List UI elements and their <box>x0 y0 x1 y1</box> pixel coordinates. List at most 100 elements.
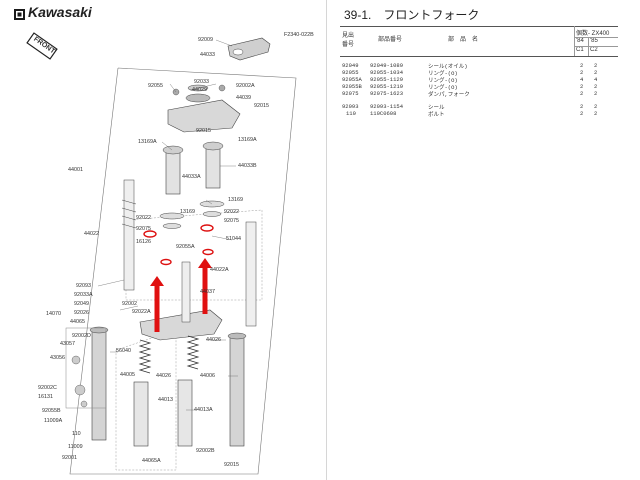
part-label: 92093 <box>76 283 91 289</box>
row-ref: 92055 <box>342 69 359 76</box>
row-ref: 92093 <box>342 103 359 110</box>
part-label: 44022A <box>210 267 229 273</box>
row-ref: 110 <box>346 110 356 117</box>
row-qty-1: 2 <box>580 90 584 97</box>
part-label: 92022 <box>224 209 239 215</box>
row-qty-2: 2 <box>594 90 598 97</box>
row-part-number: 92093-1154 <box>370 103 404 110</box>
part-label: 92075 <box>136 226 151 232</box>
page-divider <box>326 0 327 480</box>
part-label: 92002D <box>72 333 91 339</box>
table-row: 92055B 92055-1219 リング-(O) 2 2 <box>340 83 630 91</box>
part-label: 44013A <box>194 407 213 413</box>
header-year-separator <box>588 37 589 56</box>
row-qty-2: 2 <box>594 103 598 110</box>
part-label: 43057 <box>60 341 75 347</box>
row-part-name: リング-(O) <box>428 77 458 84</box>
diagram-drawing <box>26 32 297 475</box>
brand-name: Kawasaki <box>28 4 92 20</box>
part-label: 92055A <box>176 244 195 250</box>
row-part-name: シール <box>428 104 445 111</box>
part-label: 92015 <box>254 103 269 109</box>
part-label: 44033 <box>200 52 215 58</box>
table-row: 92055 92055-1034 リング-(O) 2 2 <box>340 69 630 77</box>
row-part-name: リング-(O) <box>428 84 458 91</box>
row-ref: 92055A <box>342 76 362 83</box>
part-label: 11009A <box>44 418 63 424</box>
part-label: 44005 <box>120 372 135 378</box>
part-label: 44026 <box>156 373 171 379</box>
parts-table-header: 見出 番号 部品番号 部 品 名 個数- ZX400 '84 '85 C1 C2 <box>340 28 618 58</box>
header-line-bottom <box>340 56 618 57</box>
part-label: 44026 <box>206 337 221 343</box>
table-row: 92055A 92055-1129 リング-(O) 4 4 <box>340 76 630 84</box>
part-label: 13169A <box>238 137 257 143</box>
part-label: 56040 <box>116 348 131 354</box>
part-label: 92009 <box>198 37 213 43</box>
part-label: 110 <box>72 431 81 437</box>
part-label: 44022 <box>84 231 99 237</box>
part-label: 44039 <box>236 95 251 101</box>
header-part-number: 部品番号 <box>378 37 403 43</box>
part-label: 92001 <box>62 455 77 461</box>
table-row: 92075 92075-1623 ダンパ,フォーク 2 2 <box>340 90 630 98</box>
part-label: 44033A <box>182 174 201 180</box>
row-ref: 92075 <box>342 90 359 97</box>
row-qty-1: 2 <box>580 110 584 117</box>
row-ref: 92055B <box>342 83 362 90</box>
part-label: 92026 <box>74 310 89 316</box>
part-label: 13169 <box>228 197 243 203</box>
row-part-name: ボルト <box>428 111 445 118</box>
part-label: 44065A <box>142 458 161 464</box>
row-ref: 92049 <box>342 62 359 69</box>
part-label: 16126 <box>136 239 151 245</box>
row-qty-2: 2 <box>594 83 598 90</box>
part-label: 44029 <box>192 87 207 93</box>
part-label: 92033 <box>194 79 209 85</box>
section-title: 39-1. フロントフォーク <box>344 8 480 22</box>
row-part-number: 92055-1129 <box>370 76 404 83</box>
part-label: 13169A <box>138 139 157 145</box>
row-part-number: 110C0608 <box>370 110 397 117</box>
diagram-ref-code: F2340-022B <box>284 32 314 38</box>
part-label: 92049 <box>74 301 89 307</box>
row-part-name: リング-(O) <box>428 70 458 77</box>
row-qty-1: 4 <box>580 76 584 83</box>
row-qty-2: 2 <box>594 69 598 76</box>
part-label: 92022 <box>136 215 151 221</box>
row-qty-2: 4 <box>594 76 598 83</box>
red-arrow-left-icon <box>150 276 164 332</box>
row-part-number: 92049-1089 <box>370 62 404 69</box>
row-part-name: シール(オイル) <box>428 63 468 70</box>
part-label: 92002 <box>122 301 137 307</box>
row-part-number: 92055-1034 <box>370 69 404 76</box>
row-qty-1: 2 <box>580 69 584 76</box>
header-year-1: '84 <box>576 38 584 44</box>
part-label: 92022A <box>132 309 151 315</box>
part-label: 92015 <box>196 128 211 134</box>
part-label: 44013 <box>158 397 173 403</box>
row-qty-2: 2 <box>594 62 598 69</box>
kawasaki-logo-icon <box>14 9 25 20</box>
part-label: 92055B <box>42 408 61 414</box>
header-qty-line-1 <box>574 37 618 38</box>
part-label: 92002A <box>236 83 255 89</box>
part-label: 44065 <box>70 319 85 325</box>
part-label: 43056 <box>50 355 65 361</box>
part-label: 92002B <box>196 448 215 454</box>
table-row: 110 110C0608 ボルト 2 2 <box>340 110 630 118</box>
row-qty-1: 2 <box>580 83 584 90</box>
header-part-name: 部 品 名 <box>448 37 479 43</box>
part-label: 92055 <box>148 83 163 89</box>
part-label: 51044 <box>226 236 241 242</box>
part-label: 44001 <box>68 167 83 173</box>
part-label: 92015 <box>224 462 239 468</box>
header-model-2: C2 <box>590 47 598 53</box>
row-part-number: 92055-1219 <box>370 83 404 90</box>
part-label: 13169 <box>180 209 195 215</box>
part-label: 14070 <box>46 311 61 317</box>
header-line-top <box>340 26 618 27</box>
row-part-name: ダンパ,フォーク <box>428 91 470 98</box>
part-label: 16131 <box>38 394 53 400</box>
exploded-parts-diagram: FRONT F2340-022B 92009 44033 92033 92002… <box>26 32 314 475</box>
